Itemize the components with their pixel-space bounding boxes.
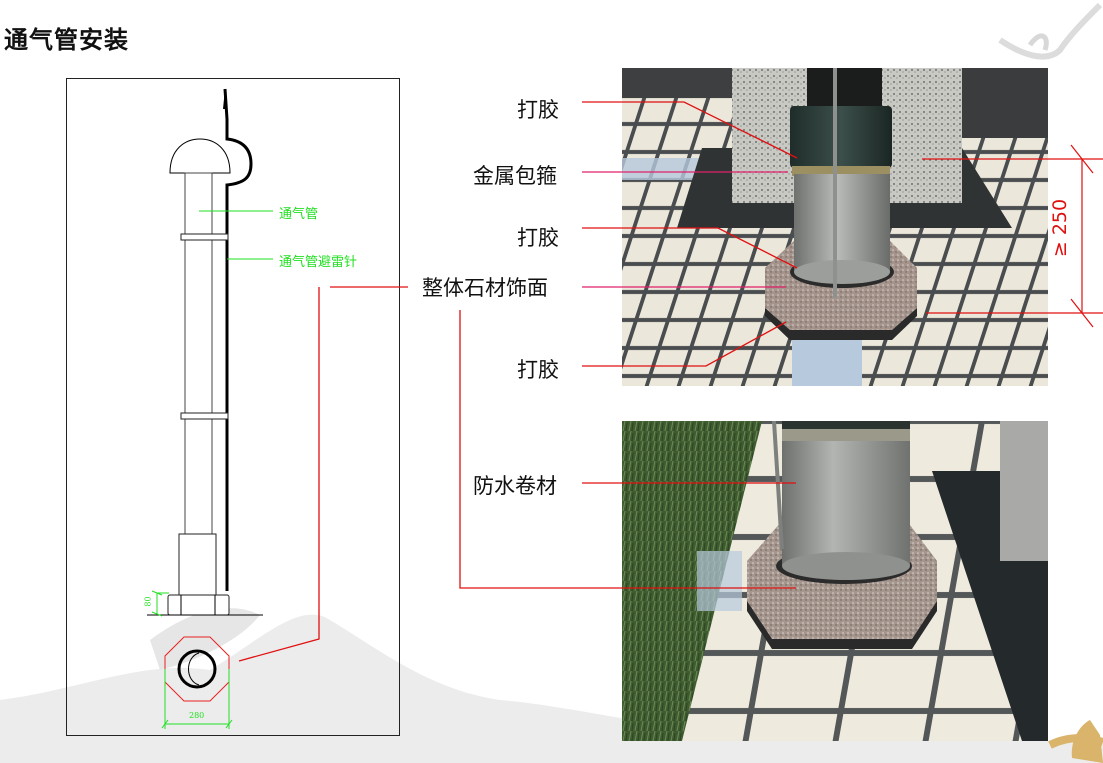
dimension-min-250: ≥ 250	[1049, 198, 1071, 258]
callout-stone-facing: 整体石材饰面	[422, 276, 548, 300]
cad-drawing-frame: 通气管 通气管避雷针 80 280	[66, 78, 400, 736]
label-lightning-rod: 通气管避雷针	[279, 255, 358, 270]
vent-pipe-elevation-drawing	[147, 88, 320, 729]
callout-sealant-top: 打胶	[517, 98, 559, 122]
callout-waterproof-membrane: 防水卷材	[473, 474, 557, 498]
dim-base-width: 280	[189, 711, 205, 720]
callout-sealant-bottom: 打胶	[517, 358, 559, 382]
callout-sealant-middle: 打胶	[517, 226, 559, 250]
photo-bottom-installation	[622, 421, 1048, 741]
dim-base-height: 80	[143, 596, 153, 607]
photo-bottom-illustration	[622, 421, 1048, 741]
page-title: 通气管安装	[4, 26, 129, 54]
callout-metal-band: 金属包箍	[473, 164, 557, 188]
photo-top-installation	[622, 68, 1048, 386]
photo-top-illustration	[622, 68, 1048, 386]
label-vent-pipe: 通气管	[279, 207, 319, 222]
